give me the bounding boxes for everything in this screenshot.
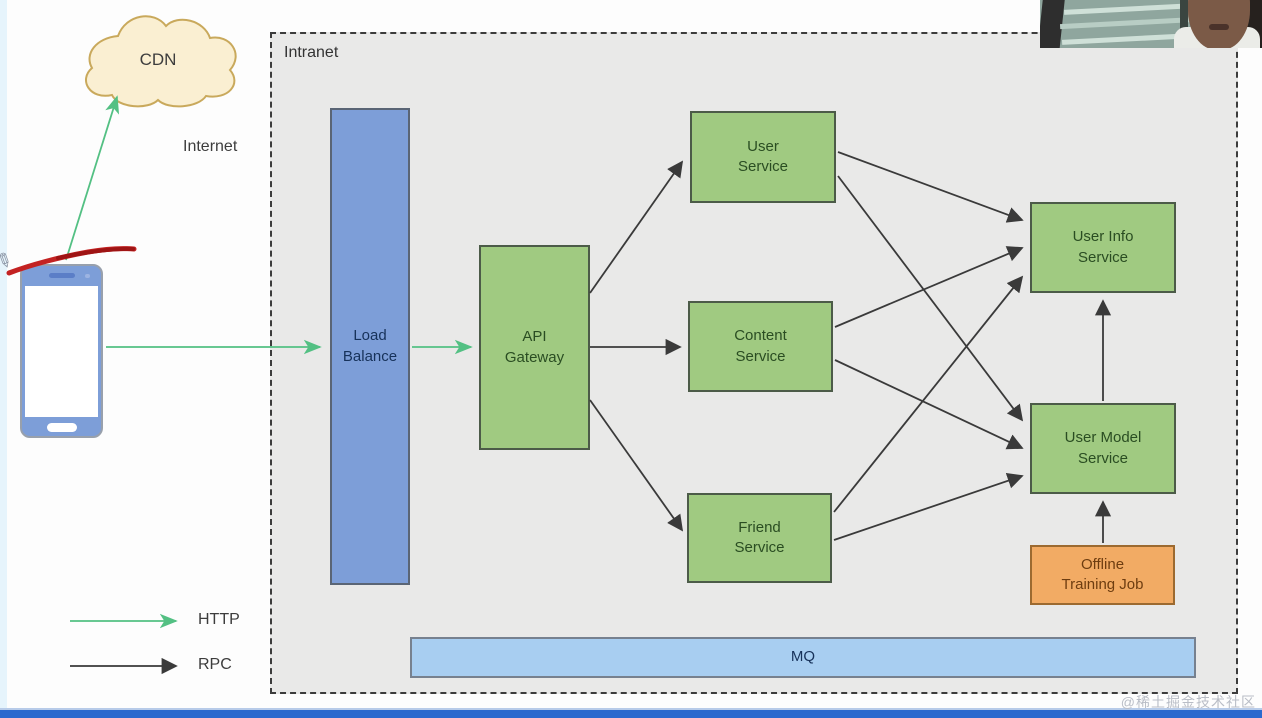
user-info-service-label: User Info Service (1072, 228, 1134, 266)
internet-label: Internet (183, 138, 238, 155)
webcam-window-frame (1180, 0, 1188, 48)
node-mq: MQ (410, 637, 1196, 678)
offline-training-job-label: Offline Training Job (1061, 555, 1144, 593)
friend-service-label: Friend Service (734, 518, 785, 556)
arrow-phone-to-cdn (65, 95, 120, 261)
legend-http-label: HTTP (198, 611, 240, 628)
legend-rpc-label: RPC (198, 656, 232, 673)
phone-speaker (48, 273, 75, 278)
node-load-balance: Load Balance (330, 108, 410, 585)
intranet-label: Intranet (284, 44, 339, 61)
node-offline-training-job: Offline Training Job (1030, 545, 1175, 605)
load-balance-label: Load Balance (342, 327, 398, 365)
node-friend-service: Friend Service (687, 493, 832, 583)
node-user-info-service: User Info Service (1030, 202, 1176, 293)
webcam-video-overlay (1040, 0, 1262, 48)
person-face (1188, 0, 1250, 48)
node-user-model-service: User Model Service (1030, 403, 1176, 494)
phone-screen (25, 286, 98, 417)
node-user-service: User Service (690, 111, 836, 203)
person-mouth (1209, 24, 1229, 30)
pencil-cursor-icon: ✎ (0, 248, 16, 275)
mobile-phone-icon (20, 264, 103, 438)
red-annotation-stroke-dark (56, 246, 135, 260)
bottom-window-bar (0, 708, 1262, 718)
left-edge-strip (0, 0, 7, 718)
api-gateway-label: API Gateway (504, 328, 565, 366)
phone-home-button (46, 423, 77, 432)
cdn-node-label: CDN (139, 50, 177, 69)
node-content-service: Content Service (688, 301, 833, 392)
user-model-service-label: User Model Service (1064, 429, 1142, 467)
user-service-label: User Service (737, 137, 789, 175)
watermark-text: @稀土掘金技术社区 (1120, 694, 1256, 710)
mq-label: MQ (790, 648, 816, 666)
phone-camera-dot (85, 274, 90, 278)
content-service-label: Content Service (734, 327, 787, 365)
node-api-gateway: API Gateway (479, 245, 590, 450)
